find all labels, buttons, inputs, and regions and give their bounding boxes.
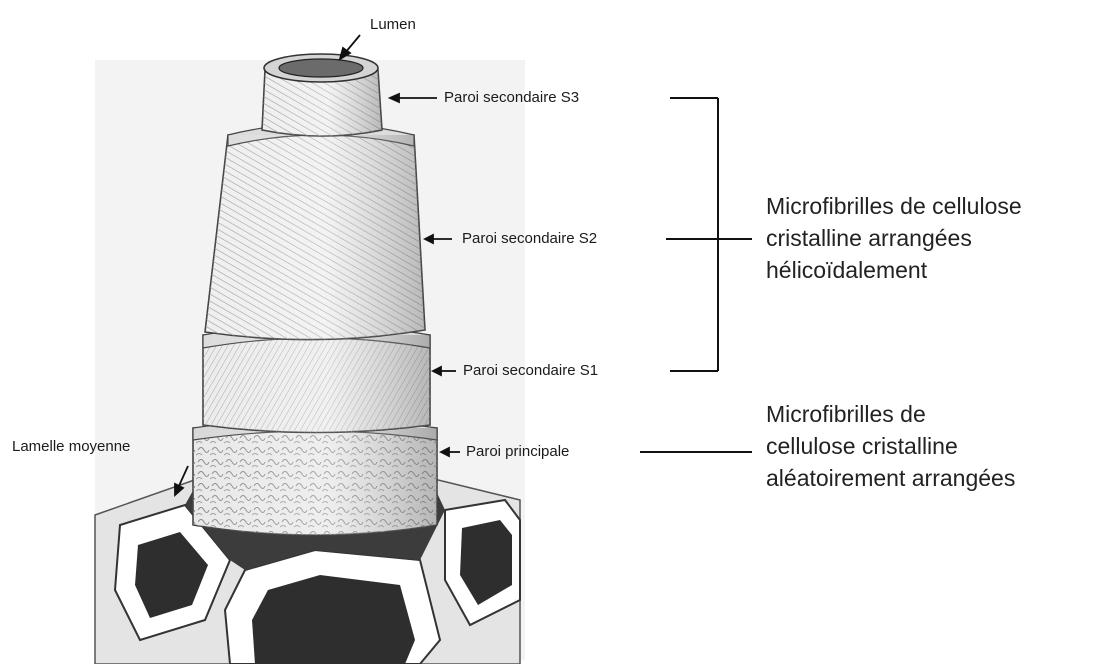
- primary-wall-note: Microfibrilles de cellulose cristalline …: [766, 398, 1091, 494]
- label-secondary-wall-s3: Paroi secondaire S3: [444, 89, 579, 106]
- primary-note-line-3: aléatoirement arrangées: [766, 462, 1091, 494]
- label-secondary-wall-s2: Paroi secondaire S2: [462, 230, 597, 247]
- label-primary-wall: Paroi principale: [466, 443, 569, 460]
- label-middle-lamella: Lamelle moyenne: [12, 438, 130, 455]
- label-secondary-wall-s1: Paroi secondaire S1: [463, 362, 598, 379]
- secondary-wall-s2-layer: [205, 124, 425, 340]
- secondary-walls-note: Microfibrilles de cellulose cristalline …: [766, 190, 1091, 286]
- primary-wall-layer: [193, 419, 437, 535]
- connector-lines: [640, 98, 752, 452]
- secondary-note-line-3: hélicoïdalement: [766, 254, 1091, 286]
- primary-note-line-1: Microfibrilles de: [766, 398, 1091, 430]
- label-lumen: Lumen: [370, 16, 416, 33]
- secondary-note-line-1: Microfibrilles de cellulose: [766, 190, 1091, 222]
- secondary-note-line-2: cristalline arrangées: [766, 222, 1091, 254]
- lumen-opening: [264, 54, 378, 82]
- secondary-wall-s1-layer: [203, 325, 430, 433]
- primary-note-line-2: cellulose cristalline: [766, 430, 1091, 462]
